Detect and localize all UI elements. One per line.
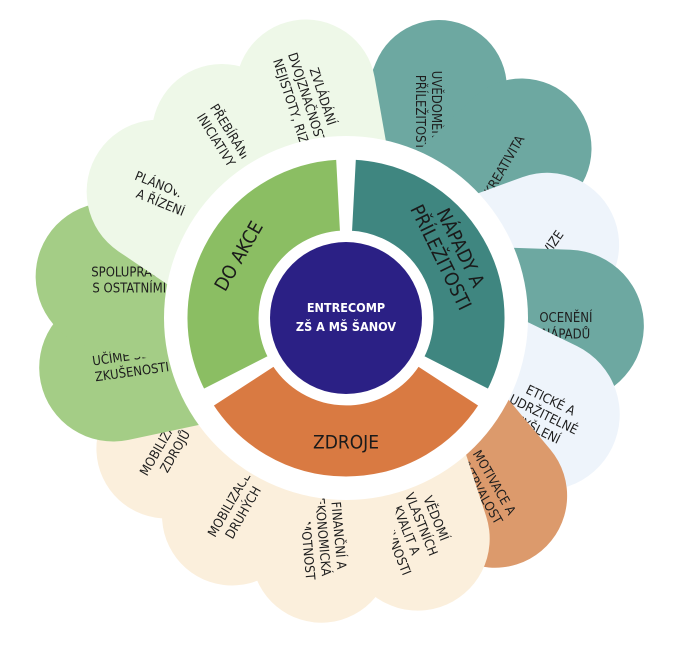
segment-resources: ZDROJE xyxy=(209,362,483,480)
petal-label-line: OCENĚNÍ xyxy=(539,310,593,326)
center-label-line: ZŠ A MŠ ŠANOV xyxy=(296,319,396,334)
petal-label-line: S OSTATNÍMI xyxy=(92,280,166,296)
segment-shape xyxy=(348,156,508,393)
center-label: ENTRECOMP ZŠ A MŠ ŠANOV xyxy=(296,300,396,334)
segment-label: ZDROJE xyxy=(313,432,379,454)
center-hub xyxy=(270,242,422,394)
petal-label-line: PŘÍLEŽITOSTI xyxy=(412,75,428,153)
segment-label-line: ZDROJE xyxy=(313,432,379,454)
petal-label-line: EKONOMICKÁ xyxy=(311,497,334,577)
segment-shape xyxy=(184,156,344,393)
segment-shape xyxy=(209,362,483,480)
center-label-line: ENTRECOMP xyxy=(307,300,385,315)
petal-label-line: FINANČNÍ A xyxy=(327,501,349,570)
segment-action: DO AKCE xyxy=(184,156,344,393)
